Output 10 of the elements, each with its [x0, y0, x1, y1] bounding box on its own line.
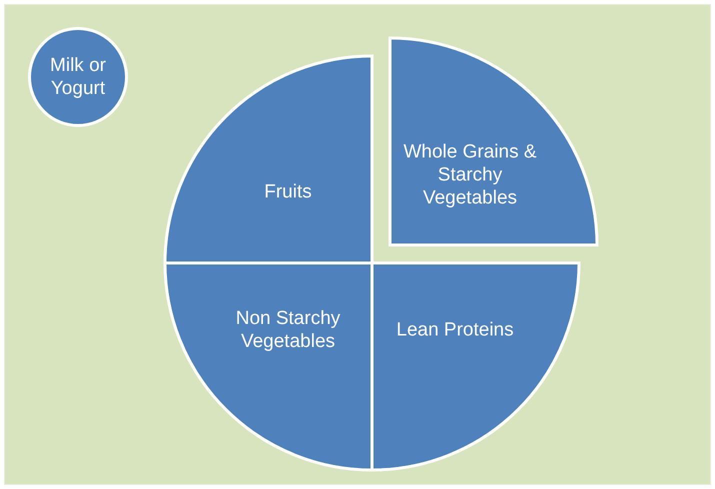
section-label: Non Starchy Vegetables: [234, 307, 342, 353]
section-label: Milk or Yogurt: [49, 54, 107, 100]
plate-section: [165, 263, 372, 470]
plate-section: [165, 56, 372, 263]
plate-section: [372, 263, 579, 470]
plate-section: [390, 38, 597, 245]
section-label: Lean Proteins: [395, 318, 515, 342]
circle-node: [28, 27, 128, 127]
section-label: Whole Grains & Starchy Vegetables: [402, 140, 538, 210]
section-label: Fruits: [263, 180, 313, 204]
